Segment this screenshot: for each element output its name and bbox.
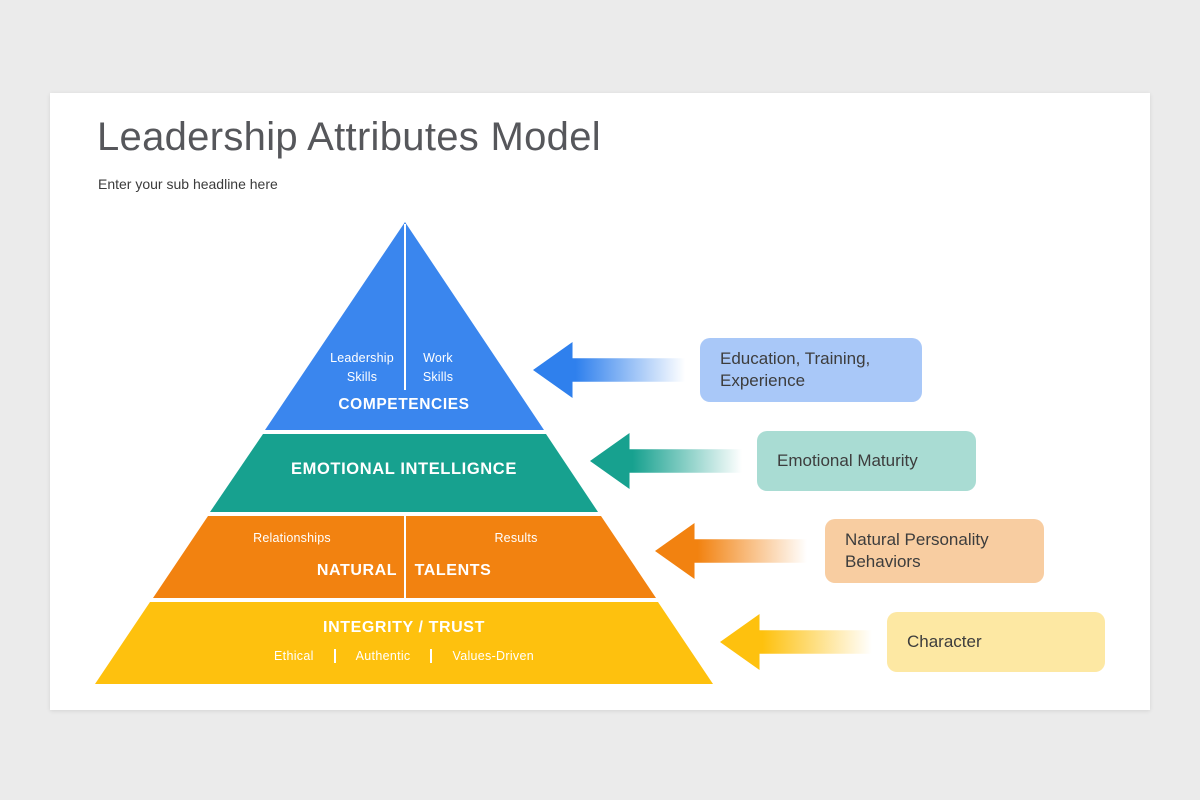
callout-line: Experience bbox=[720, 371, 806, 390]
callout-line: Education, Training, bbox=[720, 348, 871, 368]
callout-box-education-training: Education, Training, Experience bbox=[700, 338, 922, 402]
relationships-label: Relationships bbox=[253, 531, 331, 545]
left-arrow-icon bbox=[720, 614, 872, 670]
competencies-right-label: Work Skills bbox=[388, 349, 488, 387]
competencies-left-label: Leadership Skills bbox=[312, 349, 412, 387]
callout-box-natural-personality: Natural Personality Behaviors bbox=[825, 519, 1044, 583]
callout-line: Emotional Maturity bbox=[777, 450, 918, 470]
left-arrow-icon bbox=[655, 523, 807, 579]
integrity-trust-title: INTEGRITY / TRUST bbox=[323, 619, 485, 636]
callout-line: Character bbox=[907, 631, 982, 651]
label-line: Skills bbox=[422, 369, 454, 384]
competencies-title: COMPETENCIES bbox=[338, 396, 470, 413]
divider bbox=[333, 649, 336, 663]
talents-title: TALENTS bbox=[414, 562, 492, 579]
integrity-item: Ethical bbox=[274, 649, 314, 663]
integrity-item: Values-Driven bbox=[452, 649, 534, 663]
callout-line: Natural Personality bbox=[845, 529, 989, 549]
page-title: Leadership Attributes Model bbox=[97, 115, 601, 159]
integrity-items-row: Ethical Authentic Values-Driven bbox=[95, 649, 713, 663]
callout-box-character: Character bbox=[887, 612, 1105, 672]
integrity-item: Authentic bbox=[355, 649, 411, 663]
page-subtitle: Enter your sub headline here bbox=[98, 176, 278, 192]
callout-line: Behaviors bbox=[845, 552, 921, 571]
pyramid-layer-emotional-intelligence: EMOTIONAL INTELLIGNCE bbox=[210, 434, 598, 512]
pyramid-layer-natural-talents: Relationships Results NATURAL TALENTS bbox=[153, 516, 656, 598]
results-label: Results bbox=[494, 531, 538, 545]
divider bbox=[404, 224, 406, 390]
pyramid-diagram: Leadership Skills Work Skills COMPETENCI… bbox=[95, 222, 713, 684]
label-line: Leadership bbox=[330, 351, 394, 365]
left-arrow-icon bbox=[590, 433, 742, 489]
emotional-intelligence-title: EMOTIONAL INTELLIGNCE bbox=[291, 460, 517, 478]
callout-natural-personality: Natural Personality Behaviors bbox=[655, 519, 1045, 583]
callout-character: Character bbox=[720, 612, 1110, 672]
label-line: Skills bbox=[346, 369, 378, 384]
divider bbox=[430, 649, 433, 663]
slide: Leadership Attributes Model Enter your s… bbox=[50, 93, 1150, 710]
divider bbox=[404, 516, 406, 598]
callout-box-emotional-maturity: Emotional Maturity bbox=[757, 431, 976, 491]
callout-emotional-maturity: Emotional Maturity bbox=[590, 431, 980, 491]
natural-title: NATURAL bbox=[316, 562, 398, 579]
pyramid-layer-integrity-trust: INTEGRITY / TRUST Ethical Authentic Valu… bbox=[95, 602, 713, 684]
label-line: Work bbox=[423, 351, 453, 365]
callout-education-training: Education, Training, Experience bbox=[533, 338, 923, 402]
left-arrow-icon bbox=[533, 342, 685, 398]
